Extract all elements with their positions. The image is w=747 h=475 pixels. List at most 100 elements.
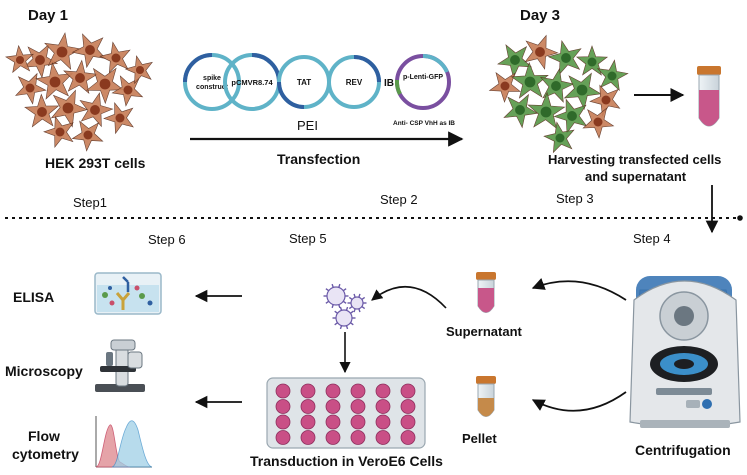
plate-well: [375, 430, 391, 445]
plate-well: [325, 383, 341, 399]
to-supernatant-arrow: [531, 278, 627, 301]
plate-well: [275, 399, 291, 414]
harvest-label-line2: and supernatant: [585, 169, 687, 184]
plasmid-rev: REV: [327, 55, 381, 109]
plate-well: [400, 430, 416, 445]
transfected-cell-cluster-illustration: [488, 34, 629, 154]
cell-nucleus: [551, 81, 561, 91]
plasmid-spike: spike construct: [183, 53, 241, 111]
cell-nucleus: [56, 46, 68, 58]
pellet-label: Pellet: [462, 431, 497, 446]
plate-well: [400, 399, 416, 414]
plate-well: [400, 383, 416, 399]
centrifugation-label: Centrifugation: [635, 442, 731, 458]
cell-nucleus: [500, 81, 510, 91]
plate-well: [275, 383, 291, 399]
cell-nucleus: [587, 57, 597, 67]
pei-label: PEI: [297, 118, 318, 133]
cell-nucleus: [593, 117, 603, 127]
virus-particles-illustration: [323, 283, 367, 330]
cell-nucleus: [524, 76, 536, 88]
step2-label: Step 2: [380, 192, 418, 207]
plate-well: [375, 414, 391, 430]
cell-nucleus: [55, 127, 65, 137]
cell-nucleus: [37, 107, 47, 117]
step1-label: Step1: [73, 195, 107, 210]
plate-well: [300, 414, 316, 430]
virus-particle: [335, 309, 353, 327]
plate-well: [350, 430, 366, 445]
supernatant-tube-icon: [476, 272, 496, 313]
cell-nucleus: [123, 85, 133, 95]
cell-nucleus: [540, 106, 552, 118]
cell-nucleus: [83, 130, 93, 140]
plate-well: [350, 399, 366, 414]
cell-nucleus: [576, 84, 588, 96]
plate-well: [375, 399, 391, 414]
cell-nucleus: [567, 111, 577, 121]
plasmid-tat: TAT: [277, 55, 331, 109]
to-pellet-arrow: [531, 391, 627, 412]
flow-label-line2: cytometry: [12, 446, 79, 462]
plate-well: [300, 399, 316, 414]
plate-well: [325, 399, 341, 414]
cell-nucleus: [561, 53, 571, 63]
flow-label-line1: Flow: [28, 428, 60, 444]
well-plate-wells: [275, 383, 416, 445]
cell-nucleus: [99, 78, 111, 90]
plasmid-lenti-gfp: p-Lenti-GFP: [394, 54, 451, 110]
plate-well: [300, 430, 316, 445]
ib-label: IB: [384, 78, 394, 89]
divider-end-dot: [737, 215, 743, 221]
cell-nucleus: [35, 55, 45, 65]
centrifuge-icon: [629, 276, 741, 428]
pellet-tube-icon: [476, 376, 496, 417]
step4-label: Step 4: [633, 231, 671, 246]
hek-cells-label: HEK 293T cells: [45, 155, 146, 171]
plasmid-pcmvr: pCMVR8.74: [223, 53, 281, 111]
elisa-plate-icon: [94, 272, 162, 315]
day1-label: Day 1: [28, 7, 68, 24]
step6-label: Step 6: [148, 232, 186, 247]
harvest-label-line1: Harvesting transfected cells: [548, 152, 721, 167]
virus-particle: [350, 296, 364, 310]
cell-nucleus: [49, 76, 61, 88]
cell-nucleus: [601, 95, 611, 105]
well-plate-icon: [266, 377, 426, 449]
transduction-label: Transduction in VeroE6 Cells: [250, 453, 443, 469]
to-virus-arrow: [371, 286, 447, 309]
plate-well: [300, 383, 316, 399]
microscope-icon: [95, 339, 145, 392]
step3-label: Step 3: [556, 191, 594, 206]
plate-well: [400, 414, 416, 430]
cell-nucleus: [555, 133, 565, 143]
plasmid-row: spike construct pCMVR8.74 TAT REV IB p-L…: [183, 53, 455, 127]
cell-nucleus: [15, 55, 25, 65]
plate-well: [275, 430, 291, 445]
cell-nucleus: [515, 105, 525, 115]
plasmid-tat-label: TAT: [297, 78, 311, 87]
anti-csp-label: Anti- CSP VhH as IB: [393, 120, 455, 127]
supernatant-label: Supernatant: [446, 324, 523, 339]
cell-nucleus: [115, 113, 125, 123]
plasmid-spike-line1: spike: [203, 75, 221, 82]
plate-well: [275, 414, 291, 430]
transfection-label: Transfection: [277, 151, 360, 167]
cell-nucleus: [62, 102, 74, 114]
cell-nucleus: [135, 65, 145, 75]
virus-particle: [326, 286, 346, 306]
plasmid-spike-line2: construct: [196, 84, 229, 91]
plate-well: [375, 383, 391, 399]
plate-well: [350, 383, 366, 399]
cell-nucleus: [607, 71, 617, 81]
microscopy-label: Microscopy: [5, 363, 83, 379]
day3-label: Day 3: [520, 7, 560, 24]
cell-nucleus: [75, 73, 85, 83]
cell-nucleus: [111, 53, 121, 63]
plasmid-pcmvr-label: pCMVR8.74: [231, 78, 273, 87]
hek-cell-cluster-illustration: [5, 32, 153, 152]
cell-nucleus: [85, 45, 95, 55]
plasmid-rev-label: REV: [346, 78, 363, 87]
cell-nucleus: [90, 105, 100, 115]
